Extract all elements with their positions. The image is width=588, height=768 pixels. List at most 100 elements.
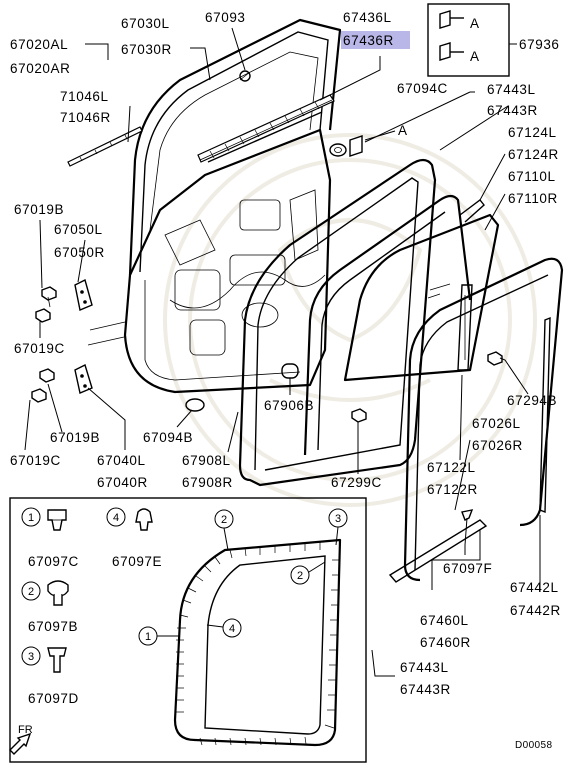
opening-trim-detail (173, 538, 342, 747)
clip-legend-3[interactable]: 3 (21, 646, 67, 673)
part-label-67097B[interactable]: 67097B (28, 619, 78, 634)
part-label-71046L[interactable]: 71046L (60, 89, 109, 104)
part-label-67460R[interactable]: 67460R (420, 635, 471, 650)
svg-text:1: 1 (28, 512, 34, 524)
belt-molding-67436[interactable] (197, 94, 335, 163)
part-label-67122L[interactable]: 67122L (427, 460, 476, 475)
part-label-67122R[interactable]: 67122R (427, 482, 478, 497)
clip-c-icon (47, 509, 67, 531)
part-label-67040L[interactable]: 67040L (97, 453, 146, 468)
trim-callout-2-right: 2 (290, 561, 326, 585)
part-label-67020AL[interactable]: 67020AL (10, 37, 68, 52)
tape-icon-a2 (439, 42, 464, 61)
grommet-67094C[interactable] (329, 143, 347, 157)
part-label-67436L[interactable]: 67436L (343, 10, 392, 25)
part-label-67030R[interactable]: 67030R (121, 42, 172, 57)
part-label-67124L[interactable]: 67124L (508, 125, 557, 140)
bolt-67019C-upper[interactable] (35, 308, 51, 323)
part-label-67442R[interactable]: 67442R (510, 603, 561, 618)
door-weatherstrip-67908[interactable] (238, 158, 437, 487)
glass-run-67122[interactable] (403, 257, 564, 582)
part-label-67443L-upper[interactable]: 67443L (487, 82, 536, 97)
tape-a-small (349, 135, 363, 157)
part-label-67050R[interactable]: 67050R (54, 245, 105, 260)
clip-67097F[interactable] (461, 509, 474, 521)
clip-e-icon (135, 508, 153, 531)
part-label-67442L[interactable]: 67442L (510, 580, 559, 595)
weatherstrip-71046[interactable] (67, 126, 143, 167)
hinge-upper-67050[interactable] (74, 278, 93, 311)
bolt-67019C-lower[interactable] (31, 388, 47, 403)
clip-b-icon (47, 580, 69, 606)
run-channel-67026[interactable] (457, 284, 473, 371)
plug-67094B[interactable] (185, 398, 205, 412)
svg-text:4: 4 (113, 512, 119, 524)
part-label-67124R[interactable]: 67124R (508, 147, 559, 162)
trim-callout-3-top: 3 (328, 508, 348, 546)
watermark-seal (163, 133, 537, 507)
drip-strip-67460[interactable] (388, 519, 488, 583)
svg-text:2: 2 (221, 514, 227, 526)
trim-callout-2-top: 2 (214, 509, 234, 551)
part-label-67020AR[interactable]: 67020AR (10, 61, 71, 76)
inset-67936: A A (427, 3, 517, 77)
part-label-67097E[interactable]: 67097E (112, 554, 162, 569)
seal-67442[interactable] (539, 316, 551, 514)
part-label-67294B[interactable]: 67294B (507, 393, 557, 408)
hinge-lower-67040[interactable] (74, 364, 93, 394)
part-label-67443L-lower[interactable]: 67443L (400, 660, 449, 675)
part-label-67436R[interactable]: 67436R (343, 33, 394, 48)
part-label-67906B[interactable]: 67906B (264, 398, 314, 413)
svg-text:3: 3 (28, 651, 34, 663)
channel-67124[interactable] (459, 199, 485, 223)
part-label-67019B-lower[interactable]: 67019B (50, 430, 100, 445)
part-label-67110R[interactable]: 67110R (508, 191, 558, 206)
part-label-67093[interactable]: 67093 (205, 10, 246, 25)
part-label-67908L[interactable]: 67908L (182, 453, 231, 468)
part-label-67443R-lower[interactable]: 67443R (400, 682, 451, 697)
part-label-67460L[interactable]: 67460L (420, 613, 469, 628)
part-label-67094B[interactable]: 67094B (143, 430, 193, 445)
clip-legend-4[interactable]: 4 (106, 507, 153, 531)
svg-text:1: 1 (145, 631, 151, 643)
bolt-67019B-upper[interactable] (41, 286, 57, 308)
diagram-id: D00058 (515, 740, 552, 751)
part-label-67019B-upper[interactable]: 67019B (14, 202, 64, 217)
part-label-67110L[interactable]: 67110L (508, 169, 556, 184)
part-label-67030L[interactable]: 67030L (121, 16, 170, 31)
part-label-71046R[interactable]: 71046R (60, 110, 111, 125)
orientation-label: FR (18, 724, 33, 736)
part-label-67094C[interactable]: 67094C (397, 81, 448, 96)
svg-text:2: 2 (297, 570, 303, 582)
callout-ref-a2: A (470, 49, 480, 64)
part-label-67050L[interactable]: 67050L (54, 222, 103, 237)
part-label-67097D[interactable]: 67097D (28, 691, 79, 706)
fr-arrow-icon (9, 732, 32, 755)
stopper-67906B[interactable] (281, 363, 299, 379)
part-label-67443R-upper[interactable]: 67443R (487, 103, 538, 118)
part-label-67097C[interactable]: 67097C (28, 554, 79, 569)
part-label-67026L[interactable]: 67026L (472, 416, 521, 431)
leader-lines (24, 27, 541, 677)
part-label-67019C-upper[interactable]: 67019C (14, 341, 65, 356)
part-label-67097F[interactable]: 67097F (443, 561, 492, 576)
clip-legend-2[interactable]: 2 (21, 580, 69, 606)
opening-trim-67443[interactable] (303, 194, 472, 456)
clip-67093[interactable] (239, 70, 251, 82)
bolt-67299C[interactable] (351, 408, 367, 423)
svg-text:4: 4 (229, 623, 235, 635)
bolt-67019B-lower[interactable] (39, 368, 55, 383)
part-label-67908R[interactable]: 67908R (182, 475, 233, 490)
part-label-67026R[interactable]: 67026R (472, 438, 523, 453)
door-frame (87, 18, 342, 394)
clip-legend-1[interactable]: 1 (21, 507, 67, 531)
part-label-67040R[interactable]: 67040R (97, 475, 148, 490)
part-label-67019C-lower[interactable]: 67019C (10, 453, 61, 468)
svg-text:3: 3 (335, 513, 341, 525)
window-glass-67110[interactable] (343, 213, 500, 382)
part-label-67936[interactable]: 67936 (519, 37, 560, 52)
labels: 67030L 67030R 67020AL 67020AR 67093 6743… (10, 10, 561, 751)
part-label-67299C[interactable]: 67299C (331, 475, 382, 490)
clip-67294B[interactable] (487, 351, 503, 366)
